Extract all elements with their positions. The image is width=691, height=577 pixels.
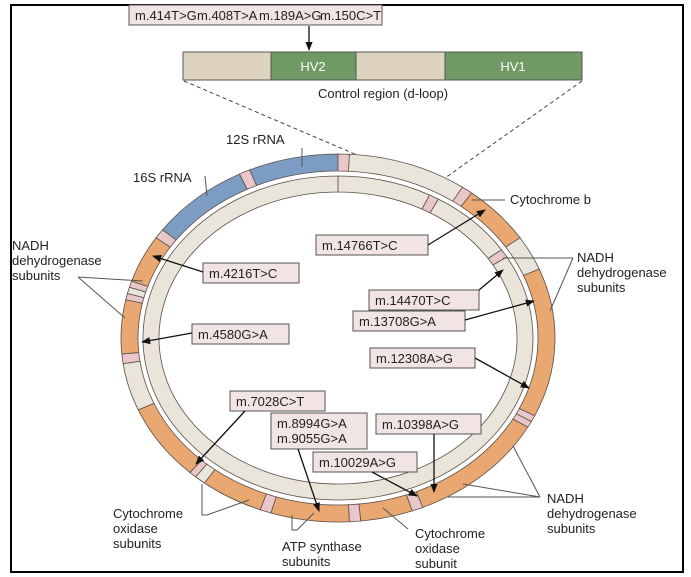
- zoom-guide-line: [183, 80, 358, 156]
- mutation-label: m.13708G>A: [359, 314, 436, 329]
- zoom-guide-line: [444, 80, 583, 179]
- mutation-label: m.189A>G: [259, 8, 322, 23]
- leader-line: [462, 483, 541, 498]
- label-nadh-lower-2: dehydrogenase: [547, 506, 637, 521]
- control-mutations-box: [128, 4, 383, 26]
- label-nadh-left-3: subunits: [12, 268, 61, 283]
- ring-segment-trna: [121, 352, 141, 365]
- mutation-arrow: [464, 299, 535, 321]
- label-nadh-left-1: NADH: [12, 238, 49, 253]
- control-flank-segment: [182, 51, 272, 81]
- control-flank-segment: [355, 51, 446, 81]
- mutation-arrow: [152, 255, 204, 273]
- label-cox-bottom-3: subunit: [415, 556, 457, 571]
- hv1-segment: [444, 51, 583, 81]
- hv2-label: HV2: [300, 59, 325, 74]
- mutation-label: m.414T>G: [135, 8, 197, 23]
- mutation-label: m.10398A>G: [382, 417, 459, 432]
- callout-m4580: m.4580G>A: [141, 323, 290, 345]
- leader-line: [206, 499, 250, 516]
- mutation-label: m.8994G>A: [277, 416, 347, 431]
- callout-m13708: m.13708G>A: [352, 299, 535, 332]
- callout-m10398: m.10398A>G: [375, 413, 482, 493]
- ring-segment-trna: [348, 503, 362, 523]
- label-16s-rrna: 16S rRNA: [133, 170, 192, 185]
- ring-segment-protein-coding: [120, 299, 143, 355]
- label-atp-1: ATP synthase: [282, 539, 362, 554]
- label-cox-left-1: Cytochrome: [113, 506, 183, 521]
- gene-labels: 12S rRNA 16S rRNA Cytochrome b NADH dehy…: [12, 132, 667, 571]
- callout-m14470: m.14470T>C: [368, 269, 504, 311]
- mutation-arrow: [141, 332, 193, 345]
- mutation-label: m.14470T>C: [375, 293, 451, 308]
- mutation-label: m.9055G>A: [277, 431, 347, 446]
- mutation-label: m.4580G>A: [198, 327, 268, 342]
- mutation-arrow: [474, 357, 530, 389]
- mutation-label: m.10029A>G: [319, 455, 396, 470]
- mutation-arrow: [478, 269, 504, 291]
- callout-m14766: m.14766T>C: [315, 209, 486, 256]
- mutation-label: m.7028C>T: [236, 394, 304, 409]
- label-12s-rrna: 12S rRNA: [226, 132, 285, 147]
- control-region-caption: Control region (d-loop): [318, 86, 448, 101]
- control-region-mutations: m.414T>G m.408T>A m.189A>G m.150C>T: [128, 4, 383, 51]
- callout-m4216: m.4216T>C: [152, 255, 300, 284]
- ring-segment-trna: [337, 153, 350, 172]
- label-cox-left-3: subunits: [113, 536, 162, 551]
- label-cytochrome-b: Cytochrome b: [510, 192, 591, 207]
- leader-line: [549, 257, 574, 312]
- leader-line: [77, 276, 144, 282]
- label-nadh-lower-3: subunits: [547, 521, 596, 536]
- outer-ring: [120, 153, 556, 523]
- mutation-callouts: m.14766T>C m.4216T>C m.14470T>C m.13708G…: [141, 209, 535, 512]
- leader-line: [201, 484, 207, 516]
- callout-m10029: m.10029A>G: [312, 451, 418, 497]
- callout-m12308: m.12308A>G: [369, 347, 530, 389]
- leader-line: [382, 507, 409, 530]
- label-nadh-lower-1: NADH: [547, 491, 584, 506]
- hv1-label: HV1: [500, 59, 525, 74]
- label-nadh-right-2: dehydrogenase: [577, 265, 667, 280]
- callout-m8994-m9055: m.8994G>A m.9055G>A: [270, 412, 368, 512]
- label-atp-2: subunits: [282, 554, 331, 569]
- leader-line: [512, 445, 541, 498]
- label-nadh-right-1: NADH: [577, 250, 614, 265]
- mutation-label: m.4216T>C: [209, 266, 277, 281]
- inner-ring: [142, 175, 534, 501]
- leader-line: [204, 175, 208, 197]
- mutation-label: m.14766T>C: [322, 238, 398, 253]
- control-region-bar: HV2 HV1 Control region (d-loop): [182, 51, 583, 179]
- mutation-label: m.408T>A: [197, 8, 258, 23]
- mutation-arrow: [371, 471, 418, 497]
- ring-segment-protein-coding: [358, 494, 413, 522]
- label-cox-left-2: oxidase: [113, 521, 158, 536]
- mutation-arrow: [195, 410, 246, 465]
- ring-segment-protein-coding: [270, 496, 350, 523]
- label-cox-bottom-1: Cytochrome: [415, 526, 485, 541]
- mutation-arrow: [427, 209, 486, 246]
- leader-line: [77, 276, 126, 319]
- leader-line: [291, 512, 315, 531]
- label-cox-bottom-2: oxidase: [415, 541, 460, 556]
- mutation-arrow: [297, 448, 320, 512]
- label-nadh-left-2: dehydrogenase: [12, 253, 102, 268]
- hv2-segment: [270, 51, 357, 81]
- label-nadh-right-3: subunits: [577, 280, 626, 295]
- callout-m7028: m.7028C>T: [195, 390, 326, 465]
- ring-segment-noncoding: [142, 175, 534, 501]
- mutation-label: m.150C>T: [320, 8, 381, 23]
- mutation-label: m.12308A>G: [376, 351, 453, 366]
